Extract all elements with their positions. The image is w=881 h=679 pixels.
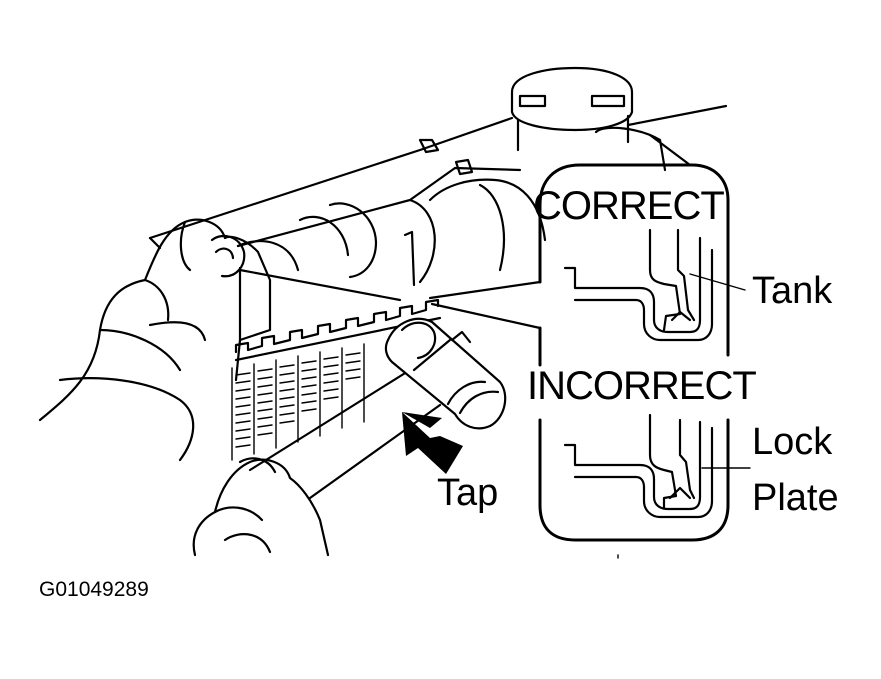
lower-hand <box>192 457 330 557</box>
tap-label: Tap <box>437 472 499 514</box>
incorrect-label: INCORRECT <box>527 364 757 408</box>
radiator-core <box>231 343 365 461</box>
plate-label: Plate <box>752 477 839 519</box>
callout-lines <box>428 280 542 330</box>
hammer-head <box>384 317 507 430</box>
figure-code: G01049289 <box>39 578 149 601</box>
correct-label: CORRECT <box>533 184 725 228</box>
upper-hand <box>38 218 272 462</box>
lock-label: Lock <box>752 421 833 463</box>
inset-frame <box>538 163 730 542</box>
tank-label: Tank <box>752 270 833 312</box>
tap-arrow <box>402 412 463 474</box>
filler-neck <box>510 66 728 172</box>
incorrect-cross-section <box>563 413 751 519</box>
correct-cross-section <box>563 228 746 342</box>
tank-leader-line <box>689 273 746 291</box>
upper-tank <box>148 116 547 302</box>
